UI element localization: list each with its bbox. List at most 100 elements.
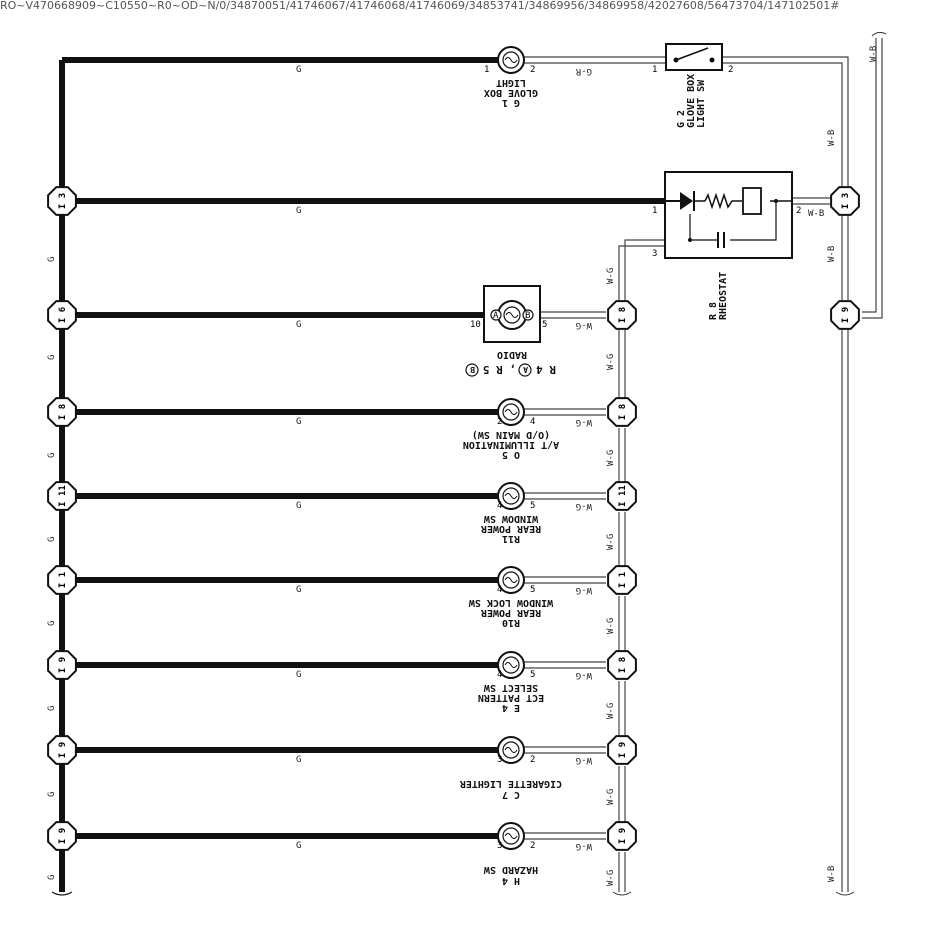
svg-text:CIGARETTE LIGHTER: CIGARETTE LIGHTER	[459, 778, 562, 789]
glove-box-light: 1 2 G 1 GLOVE BOX LIGHT	[484, 46, 538, 108]
svg-text:G 2: G 2	[676, 110, 687, 128]
svg-text:W-G: W-G	[606, 534, 616, 550]
svg-text:W-G: W-G	[606, 870, 616, 886]
hazard-sw: 3 2 H 4 HAZARD SW	[483, 822, 538, 886]
svg-text:3: 3	[497, 755, 502, 765]
svg-text:2: 2	[530, 65, 535, 75]
svg-text:2: 2	[728, 65, 733, 75]
svg-text:B: B	[470, 365, 475, 374]
svg-text:2: 2	[497, 417, 502, 427]
svg-text:G: G	[47, 257, 57, 262]
junction-left-4-label: I 11	[58, 485, 68, 507]
svg-text:G: G	[47, 792, 57, 797]
junction-mid-5: I 8	[607, 650, 637, 680]
svg-text:W-G: W-G	[576, 320, 592, 330]
svg-text:W-B: W-B	[869, 46, 879, 62]
svg-text:W-G: W-G	[606, 268, 616, 284]
svg-text:HAZARD SW: HAZARD SW	[483, 864, 538, 875]
junction-right-2: I 9	[830, 300, 860, 330]
junction-mid-4: I 1	[607, 565, 637, 595]
junction-mid-7-label: I 9	[618, 828, 628, 844]
glove-box-light-switch: 1 2 G 2 GLOVE BOX LIGHT SW	[652, 43, 733, 128]
diode-icon	[680, 192, 693, 210]
svg-text:E 4: E 4	[502, 702, 520, 713]
svg-text:R10: R10	[502, 617, 520, 628]
svg-text:G: G	[47, 355, 57, 360]
svg-text:A/T ILLUMINATION: A/T ILLUMINATION	[463, 439, 559, 450]
junction-mid-3: I 11	[607, 481, 637, 511]
svg-text:5: 5	[530, 585, 535, 595]
svg-text:ECT PATTERN: ECT PATTERN	[478, 692, 544, 703]
wire-code-labels: G G G G G G G G G G G G G G G G G G-R W-…	[47, 46, 879, 886]
junction-right-2-label: I 9	[841, 307, 851, 323]
svg-text:G: G	[47, 537, 57, 542]
svg-text:REAR POWER: REAR POWER	[480, 523, 541, 534]
junction-mid-7: I 9	[607, 821, 637, 851]
rheostat: 1 2 3 R 8 RHEOSTAT	[652, 171, 801, 320]
junction-mid-2-label: I 8	[618, 404, 628, 420]
svg-text:GLOVE BOX: GLOVE BOX	[686, 74, 697, 128]
svg-text:RHEOSTAT: RHEOSTAT	[718, 272, 729, 320]
junction-left-7-label: I 9	[58, 742, 68, 758]
junction-left-4: I 11	[47, 481, 77, 511]
svg-text:R11: R11	[502, 533, 520, 544]
junction-left-6: I 9	[47, 650, 77, 680]
junction-left-5: I 1	[47, 565, 77, 595]
svg-text:B: B	[525, 311, 530, 321]
svg-text:G: G	[296, 320, 301, 330]
svg-text:W-G: W-G	[576, 670, 592, 680]
svg-text:G: G	[296, 417, 301, 427]
junction-mid-6: I 9	[607, 735, 637, 765]
svg-text:A: A	[523, 365, 528, 374]
junction-right-1-label: I 3	[841, 193, 851, 209]
svg-text:SELECT SW: SELECT SW	[483, 682, 538, 693]
svg-text:G: G	[296, 206, 301, 216]
ect-pattern-select-sw: 4 5 E 4 ECT PATTERN SELECT SW	[478, 651, 544, 713]
junction-mid-1: I 8	[607, 300, 637, 330]
svg-text:W-G: W-G	[576, 755, 592, 765]
svg-text:3: 3	[497, 841, 502, 851]
svg-text:LIGHT: LIGHT	[496, 77, 526, 88]
junction-mid-3-label: I 11	[618, 485, 628, 507]
svg-text:G: G	[296, 755, 301, 765]
svg-text:G: G	[47, 453, 57, 458]
svg-text:C 7: C 7	[502, 789, 520, 800]
svg-text:2: 2	[796, 206, 801, 216]
svg-text:2: 2	[530, 841, 535, 851]
svg-text:(O/D MAIN SW): (O/D MAIN SW)	[472, 429, 550, 440]
svg-text:W-G: W-G	[576, 417, 592, 427]
svg-text:W-G: W-G	[606, 789, 616, 805]
cigarette-lighter: 3 2 C 7 CIGARETTE LIGHTER	[459, 736, 562, 800]
illumination-wires	[524, 38, 883, 892]
mid-bus-break-icon	[612, 891, 632, 896]
junction-left-2: I 6	[47, 300, 77, 330]
junction-left-7: I 9	[47, 735, 77, 765]
svg-text:1: 1	[652, 206, 657, 216]
resistor-icon	[704, 192, 742, 210]
svg-text:, R 5: , R 5	[483, 363, 516, 376]
svg-text:W-G: W-G	[576, 501, 592, 511]
junction-mid-2: I 8	[607, 397, 637, 427]
svg-text:WINDOW LOCK SW: WINDOW LOCK SW	[468, 597, 553, 608]
svg-text:O 5: O 5	[502, 449, 520, 460]
junction-left-2-label: I 6	[58, 307, 68, 323]
svg-text:G: G	[296, 65, 301, 75]
svg-text:W-B: W-B	[827, 866, 837, 882]
svg-text:4: 4	[497, 670, 502, 680]
ground-bus-break-icon	[51, 891, 73, 896]
svg-text:4: 4	[497, 585, 502, 595]
svg-text:R 8: R 8	[708, 302, 719, 320]
svg-text:5: 5	[530, 501, 535, 511]
radio: A B 10 5 RADIO R 4 A , R 5 B	[465, 285, 556, 377]
svg-text:10: 10	[470, 320, 481, 330]
svg-text:R 4: R 4	[536, 363, 556, 376]
svg-text:G 1: G 1	[502, 97, 520, 108]
svg-text:LIGHT SW: LIGHT SW	[696, 79, 707, 128]
source-url: RO~V470668909~C10550~R0~OD~N/0/34870051/…	[0, 0, 840, 12]
svg-text:W-B: W-B	[808, 209, 824, 219]
junction-left-1-label: I 3	[58, 193, 68, 209]
svg-text:W-G: W-G	[606, 618, 616, 634]
svg-text:W-G: W-G	[606, 450, 616, 466]
junction-mid-5-label: I 8	[618, 657, 628, 673]
